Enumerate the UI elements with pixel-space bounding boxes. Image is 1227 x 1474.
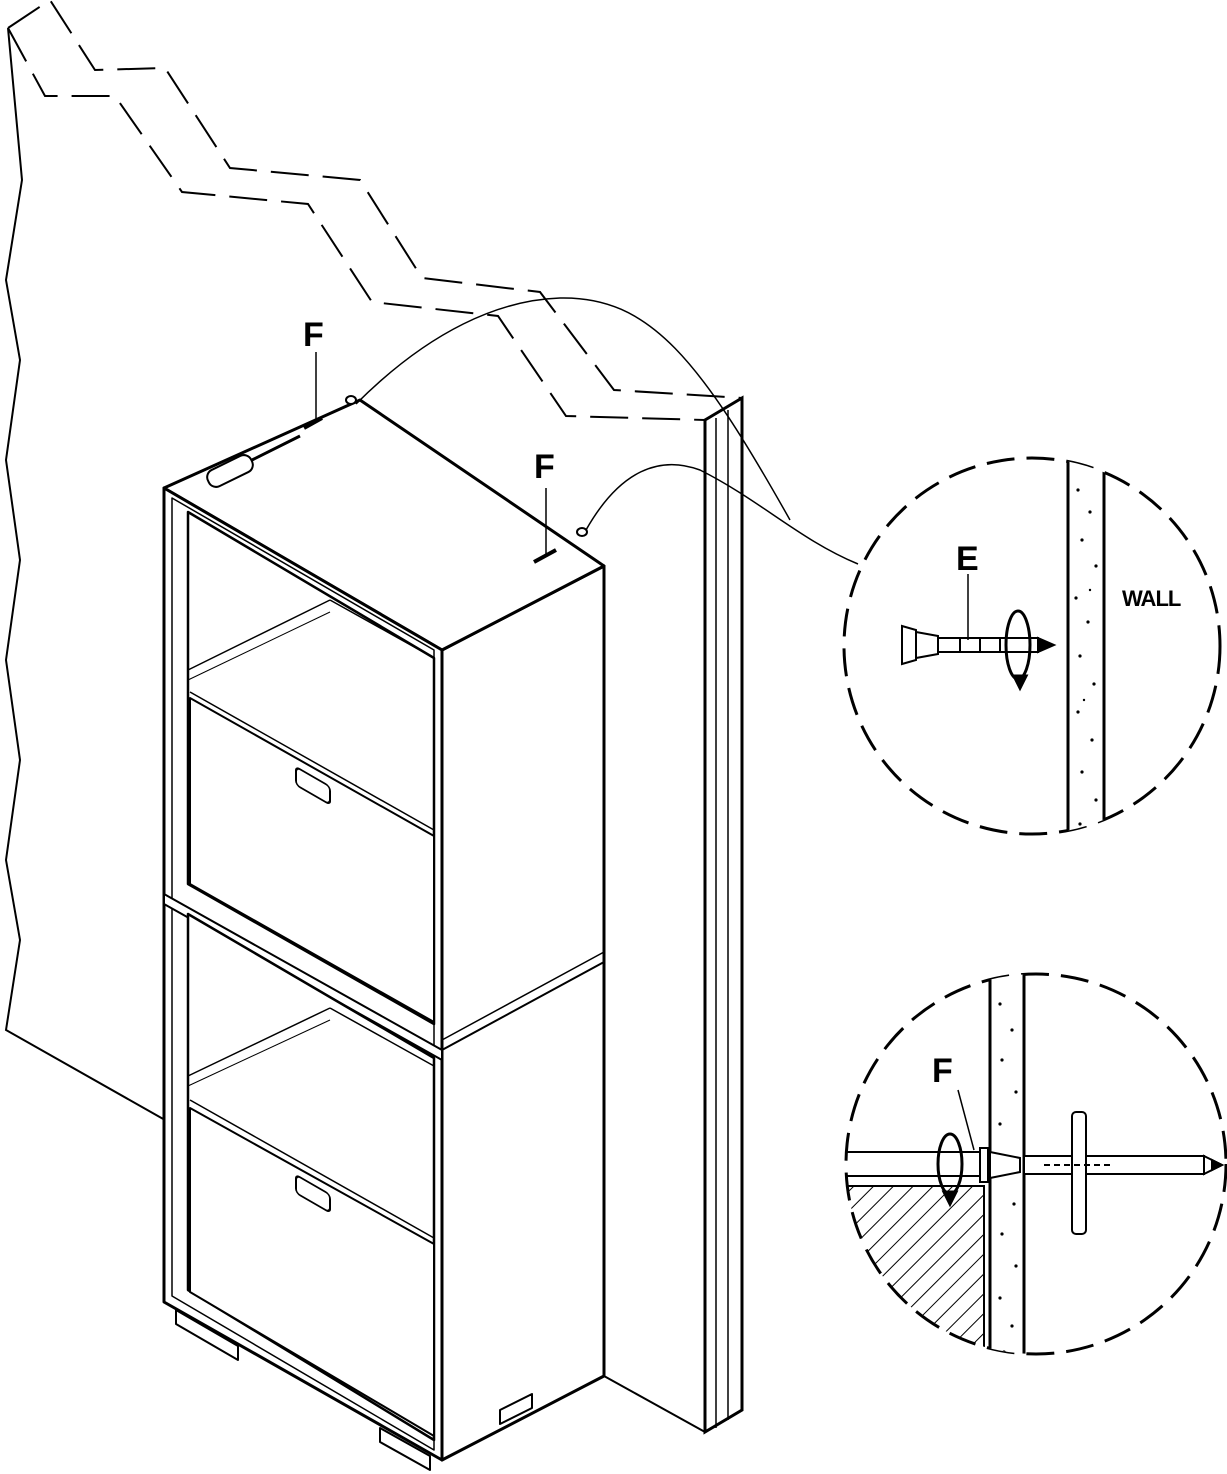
screwdriver-icon [206, 434, 301, 488]
cabinet-foot-left [175, 1309, 239, 1361]
detail-circle-anchor: E WALL [842, 456, 1222, 836]
rotate-arrow-icon [1004, 609, 1032, 692]
label-f-top-left: F [303, 316, 324, 354]
cabinet-section-hatched [846, 1185, 985, 1354]
wall-outline [4, 0, 743, 1121]
drawer-upper [189, 697, 435, 1023]
screw-icon [303, 416, 557, 564]
screw-head-icon [979, 1147, 1021, 1183]
drawer-handle-upper [295, 767, 331, 804]
detail-circle-fastener: F [844, 972, 1227, 1356]
wall-anchor-icon [901, 624, 1057, 666]
cabinet-foot-right [379, 1427, 431, 1471]
drawer-handle-lower [295, 1175, 331, 1212]
top-bracket-markers [345, 395, 588, 537]
rotate-arrow-icon-lower [936, 1132, 964, 1208]
cabinet-side-panel [440, 564, 606, 1462]
label-wall: WALL [1122, 586, 1181, 611]
toggle-bolt-icon [1023, 1111, 1225, 1235]
wall-pillar [603, 395, 744, 1435]
label-f-top-right: F [534, 448, 555, 486]
wall-section [1066, 458, 1106, 834]
label-f-detail: F [932, 1052, 953, 1090]
drawer-lower [189, 1107, 435, 1437]
cabinet [162, 398, 606, 1471]
leader-lines [315, 297, 859, 565]
label-e: E [956, 540, 979, 578]
